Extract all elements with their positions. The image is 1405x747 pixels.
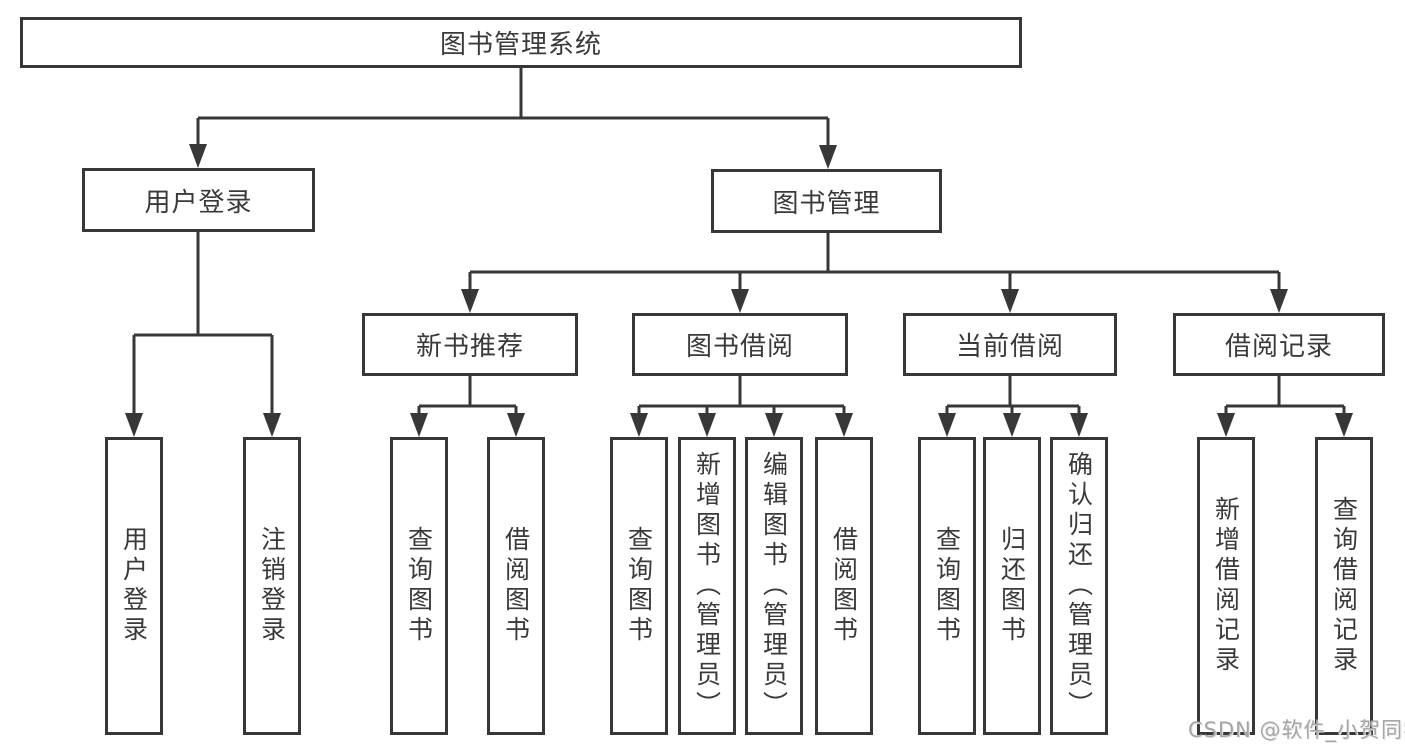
node-root: 图书管理系统 bbox=[20, 17, 1022, 68]
leaf-logout: 注销登录 bbox=[243, 437, 301, 735]
leaf-add-borrow-record: 新增借阅记录 bbox=[1197, 437, 1255, 735]
leaf-user-login: 用户登录 bbox=[105, 437, 163, 735]
leaf-query-books-recommend: 查询图书 bbox=[390, 437, 448, 735]
leaf-query-books-recommend-label: 查询图书 bbox=[404, 526, 434, 646]
leaf-borrow-books-label: 借阅图书 bbox=[829, 526, 859, 646]
leaf-edit-books-admin: 编辑图书（管理员） bbox=[745, 437, 803, 735]
node-user-login: 用户登录 bbox=[82, 168, 315, 232]
leaf-logout-label: 注销登录 bbox=[257, 526, 287, 646]
leaf-confirm-return-admin-label: 确认归还（管理员） bbox=[1064, 451, 1094, 721]
leaf-borrow-books-recommend: 借阅图书 bbox=[487, 437, 545, 735]
leaf-confirm-return-admin: 确认归还（管理员） bbox=[1050, 437, 1108, 735]
leaf-return-books: 归还图书 bbox=[983, 437, 1041, 735]
leaf-query-books-borrow: 查询图书 bbox=[610, 437, 668, 735]
leaf-user-login-label: 用户登录 bbox=[119, 526, 149, 646]
leaf-query-borrow-record: 查询借阅记录 bbox=[1315, 437, 1373, 735]
watermark: CSDN @软件_小贺同学 bbox=[1188, 718, 1405, 742]
node-new-book-recommend: 新书推荐 bbox=[362, 313, 578, 376]
leaf-query-borrow-record-label: 查询借阅记录 bbox=[1329, 496, 1359, 676]
node-borrowing-records: 借阅记录 bbox=[1173, 313, 1385, 376]
leaf-add-borrow-record-label: 新增借阅记录 bbox=[1211, 496, 1241, 676]
node-book-management: 图书管理 bbox=[711, 169, 942, 233]
node-book-borrowing: 图书借阅 bbox=[632, 313, 848, 376]
leaf-add-books-admin-label: 新增图书（管理员） bbox=[692, 451, 722, 721]
leaf-return-books-label: 归还图书 bbox=[997, 526, 1027, 646]
leaf-query-books-current: 查询图书 bbox=[918, 437, 976, 735]
leaf-borrow-books: 借阅图书 bbox=[815, 437, 873, 735]
node-current-borrowing: 当前借阅 bbox=[903, 313, 1117, 376]
leaf-add-books-admin: 新增图书（管理员） bbox=[678, 437, 736, 735]
leaf-borrow-books-recommend-label: 借阅图书 bbox=[501, 526, 531, 646]
leaf-query-books-current-label: 查询图书 bbox=[932, 526, 962, 646]
leaf-query-books-borrow-label: 查询图书 bbox=[624, 526, 654, 646]
leaf-edit-books-admin-label: 编辑图书（管理员） bbox=[759, 451, 789, 721]
